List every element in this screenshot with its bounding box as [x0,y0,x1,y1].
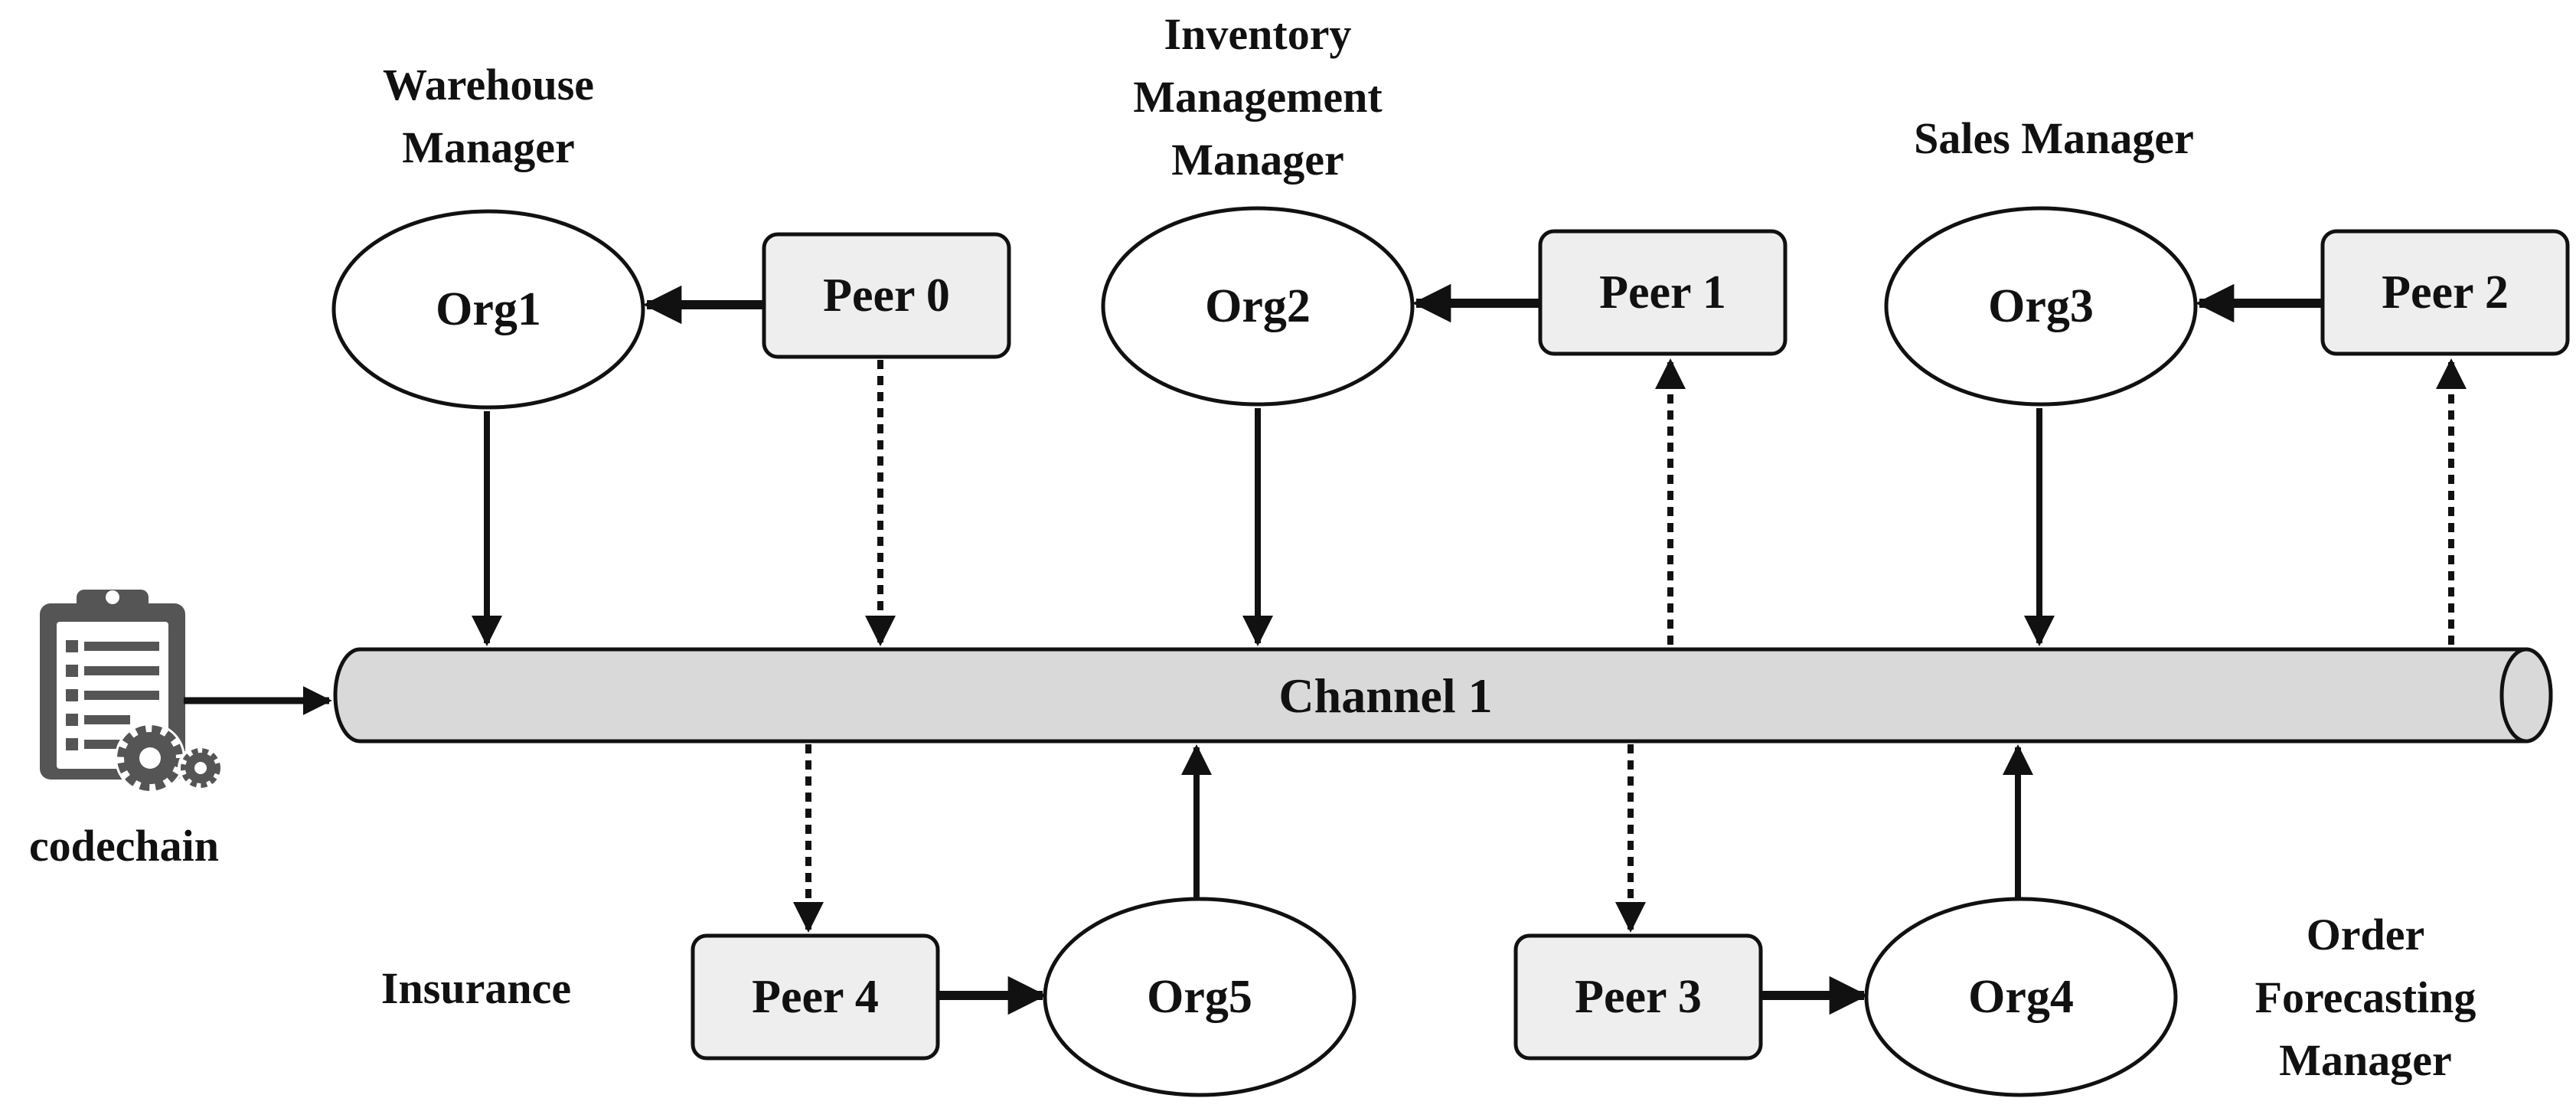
codechain-label: codechain [29,821,219,871]
role-line: Order [2307,910,2425,959]
role-label-org4: Order Forecasting Manager [2255,910,2476,1085]
gear-icon [115,723,185,793]
peer-label: Peer 3 [1575,971,1702,1023]
role-line: Manager [402,123,575,172]
org5-node: Org5 [1043,897,1357,1097]
role-line: Sales Manager [1914,113,2194,163]
role-line: Management [1133,72,1383,122]
role-line: Warehouse [383,60,594,109]
role-label-org3: Sales Manager [1914,113,2194,163]
org2-node: Org2 [1101,206,1415,407]
peer-label: Peer 2 [2382,266,2509,319]
peer1-node: Peer 1 [1538,229,1788,356]
org-label: Org3 [1988,280,2094,332]
role-label-org1: Warehouse Manager [383,60,594,172]
role-line: Manager [2279,1035,2452,1085]
role-line: Insurance [381,963,571,1013]
org4-node: Org4 [1864,897,2178,1097]
codechain: codechain [29,590,224,871]
org-label: Org1 [436,283,541,335]
peer-label: Peer 1 [1599,266,1726,319]
channel-1: Channel 1 [333,647,2553,744]
gear-icon [178,745,224,791]
org-label: Org2 [1205,280,1311,332]
clipboard-gears-icon [40,590,224,793]
org-label: Org4 [1968,971,2074,1023]
peer3-node: Peer 3 [1513,933,1763,1061]
org-label: Org5 [1147,971,1252,1023]
org1-node: Org1 [331,209,645,410]
peer2-node: Peer 2 [2320,229,2570,356]
role-line: Forecasting [2255,972,2476,1022]
peer-label: Peer 0 [823,270,950,322]
role-line: Manager [1171,135,1344,185]
peer-label: Peer 4 [752,971,879,1023]
org3-node: Org3 [1884,206,2198,407]
role-label-org5: Insurance [381,963,571,1013]
role-label-org2: Inventory Management Manager [1133,9,1383,185]
channel-label: Channel 1 [1278,668,1492,723]
peer0-node: Peer 0 [762,232,1011,359]
peer4-node: Peer 4 [691,933,940,1061]
role-line: Inventory [1164,9,1352,59]
